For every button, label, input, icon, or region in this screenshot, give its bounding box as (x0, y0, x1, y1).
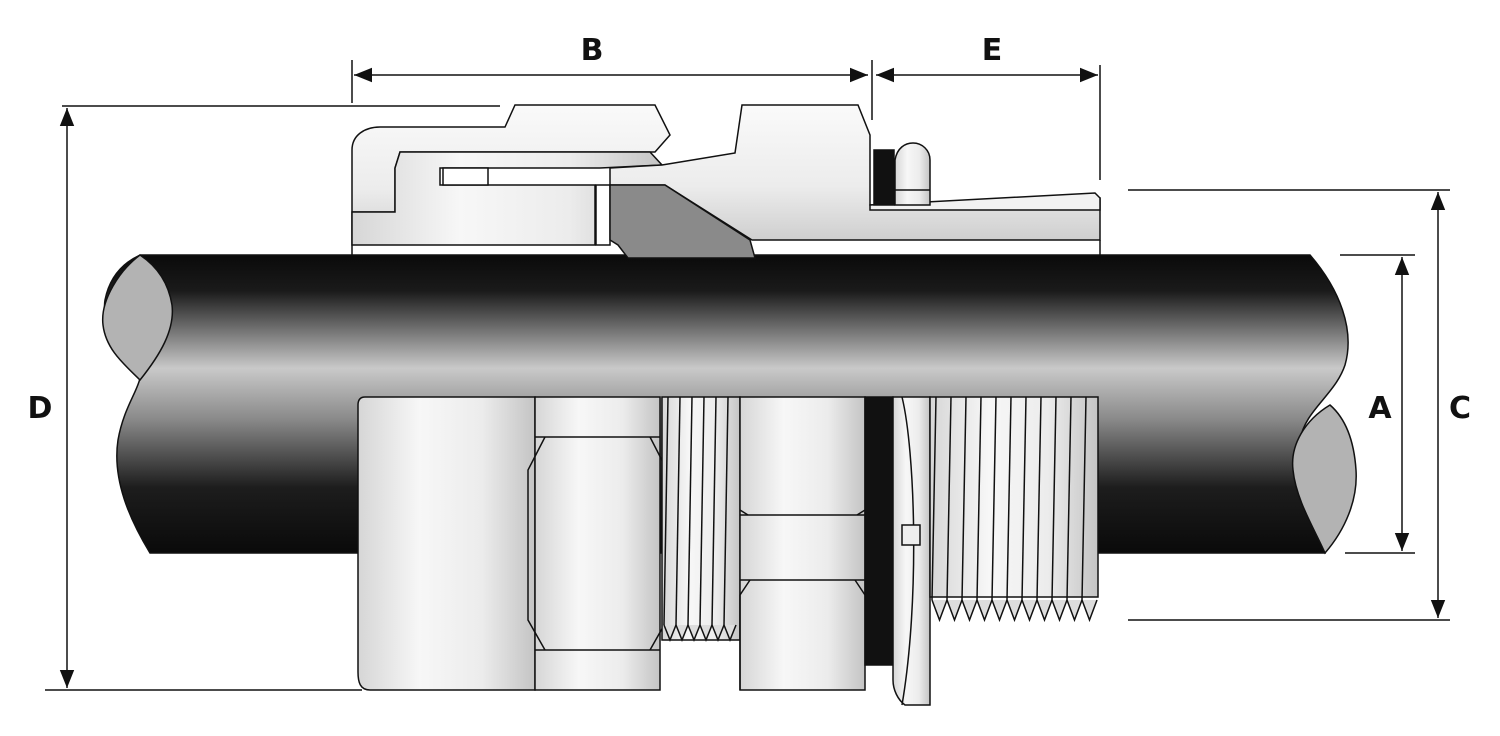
thread-line (931, 396, 937, 601)
thread-line (723, 396, 729, 626)
label-e: E (982, 33, 1003, 68)
entry-thread (661, 396, 741, 643)
sealing-washer (864, 396, 894, 666)
thread-line (1051, 396, 1057, 601)
thread-line (1036, 396, 1042, 601)
cap-nut (357, 396, 536, 691)
thread-line (991, 396, 997, 601)
thread-tooth (976, 599, 993, 623)
thread-line (675, 396, 681, 626)
body-hex (739, 396, 866, 691)
thread-tooth (675, 624, 689, 643)
thread-line (946, 396, 952, 601)
thread-tooth (1081, 599, 1098, 623)
thread-tooth (946, 599, 963, 623)
cable-end-right (1291, 404, 1357, 555)
cable-end-left (102, 254, 174, 382)
gland-thread (929, 396, 1099, 623)
label-d: D (28, 391, 53, 426)
thread-line (1021, 396, 1027, 601)
thread-tooth (1006, 599, 1023, 623)
thread-tooth (663, 624, 677, 643)
thread-tooth (1021, 599, 1038, 623)
thread-line (976, 396, 982, 601)
dimension-lines (45, 60, 1450, 691)
washer-section (873, 149, 895, 206)
thread-tooth (961, 599, 978, 623)
label-a: A (1368, 391, 1392, 426)
locknut (892, 396, 931, 706)
seal-ring (609, 184, 756, 259)
gland-cross-section (351, 104, 1101, 259)
thread-tooth (711, 624, 725, 643)
thread-line (1066, 396, 1072, 601)
thread-line (663, 396, 669, 626)
thread-line (699, 396, 705, 626)
thread-line (687, 396, 693, 626)
thread-tooth (931, 599, 948, 623)
thread-tooth (991, 599, 1008, 623)
label-b: B (581, 33, 604, 68)
thread-line (1006, 396, 1012, 601)
gland-exterior (357, 396, 1099, 706)
thread-tooth (1036, 599, 1053, 623)
thread-line (961, 396, 967, 601)
locknut-section (894, 142, 931, 206)
thread-tooth (1066, 599, 1083, 623)
thread-tooth (699, 624, 713, 643)
label-c: C (1449, 391, 1471, 426)
thread-tooth (1051, 599, 1068, 623)
thread-line (1081, 396, 1087, 601)
cap-nut-hex (527, 396, 668, 691)
thread-tooth (687, 624, 701, 643)
thread-tooth (723, 624, 737, 643)
thread-line (711, 396, 717, 626)
